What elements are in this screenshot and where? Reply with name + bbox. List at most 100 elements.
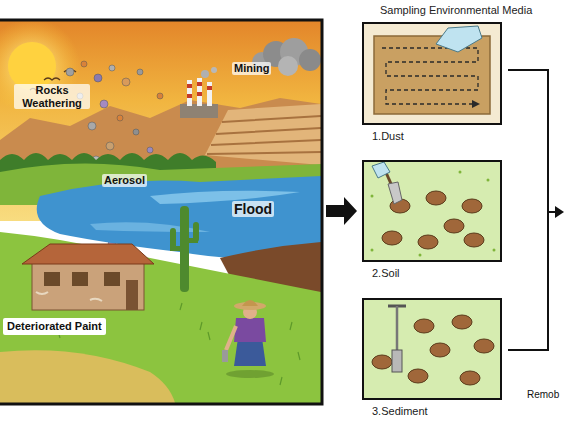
aerosol-particles-part [137,69,143,75]
aerosol-particles-part [94,74,102,82]
source-label: Aerosol [102,174,147,187]
person-sampling-part [226,370,274,378]
house [22,244,154,310]
soil-panel [362,160,502,262]
grass-field [0,232,321,403]
dirt-path [0,350,175,403]
birds-part [44,78,60,80]
soil-panel-part [388,182,402,204]
person-sampling-part [222,350,228,362]
soil-panel-part-part [464,233,484,247]
sampling-panel: 2.Soil [362,160,502,281]
section-title: Sampling Environmental Media [380,4,532,16]
aerosol-particles-part [122,78,130,86]
grass-strokes [20,303,300,385]
aerosol-particles-part [88,122,96,130]
cactus [170,206,199,292]
cactus-part [170,246,184,251]
panel-label: 1.Dust [362,125,502,142]
flood-water-part [90,222,210,232]
sediment-panel-part [392,350,402,372]
aerosol-particles-part [117,115,123,121]
panel-label: 2.Soil [362,262,502,279]
source-label: Rocks Weathering [14,84,90,109]
house-part [126,280,138,310]
person-sampling-part [242,300,258,306]
landscape-scene [0,21,321,403]
soil-panel-part-part [487,179,490,182]
soil-panel-part-part [493,249,496,252]
factory-part [197,82,202,86]
grass-strokes-part [20,303,300,385]
panel-frame [362,160,502,262]
sediment-panel [362,298,502,400]
soil-panel-part [371,171,496,257]
factory-part [207,86,212,90]
cactus-part [186,238,198,243]
sediment-panel-part-part [474,339,494,353]
sediment-panel-part-part [372,355,392,369]
smoke-cloud-part [278,56,298,76]
sediment-panel-part-part [460,371,480,385]
soil-panel-part-part [371,249,374,252]
aerosol-particles-part [157,93,163,99]
scene-frame [0,20,322,404]
source-label: Mining [232,62,271,75]
sediment-panel-part-part [430,343,450,357]
dust-panel-part [362,22,502,125]
smoke-cloud-part [201,70,209,78]
aerosol-particles-part [66,68,74,76]
sun [8,42,56,90]
dust-panel-part [374,36,490,114]
sediment-panel-part-part [414,319,434,333]
smoke-cloud-part [299,49,321,71]
person-sampling [222,300,274,378]
bracket [508,70,557,350]
cut-off-label: Remob [527,389,559,401]
factory-part [180,104,218,118]
sediment-panel-part-part [452,315,472,329]
person-sampling-part [226,326,236,350]
factory-part [197,78,202,106]
sediment-panel-part [372,315,494,385]
dust-panel-part [472,100,480,108]
big-arrow [326,197,357,225]
dust-panel-part [382,48,478,104]
open-pit-mine-part [205,104,321,165]
source-label: Deteriorated Paint [3,318,106,335]
panel-label: 3.Sediment [362,400,502,417]
soil-panel-part-part [419,254,422,257]
soil-panel-part [362,160,502,262]
aerosol-particles-part [147,147,153,153]
dust-panel [362,22,502,125]
soil-panel-part-part [462,199,482,213]
house-part [32,262,144,310]
factory [180,78,218,118]
factory-part [207,82,212,106]
soil-panel-part-part [382,231,402,245]
dust-panel-part [436,26,482,52]
house-part [72,272,88,286]
house-part [36,292,102,301]
house-part [44,272,60,286]
sediment-panel-part [362,298,502,400]
person-sampling-part [234,338,266,366]
house-part [104,272,120,286]
sediment-panel-part-part [408,369,428,383]
factory-part [187,94,192,98]
factory-part [197,92,202,96]
panel-frame [362,298,502,400]
factory-part [187,84,192,88]
aerosol-particles-part [109,65,115,71]
bracket-part [508,70,548,350]
aerosol-particles-part [106,142,114,150]
soil-panel-part-part [418,235,438,249]
soil-panel-part-part [444,219,464,233]
soil-panel-part-part [426,191,446,205]
soil-panel-part-part [371,195,374,198]
person-sampling-part [234,318,266,342]
sediment-panel-part [396,306,399,352]
aerosol-particles-part [100,100,108,108]
